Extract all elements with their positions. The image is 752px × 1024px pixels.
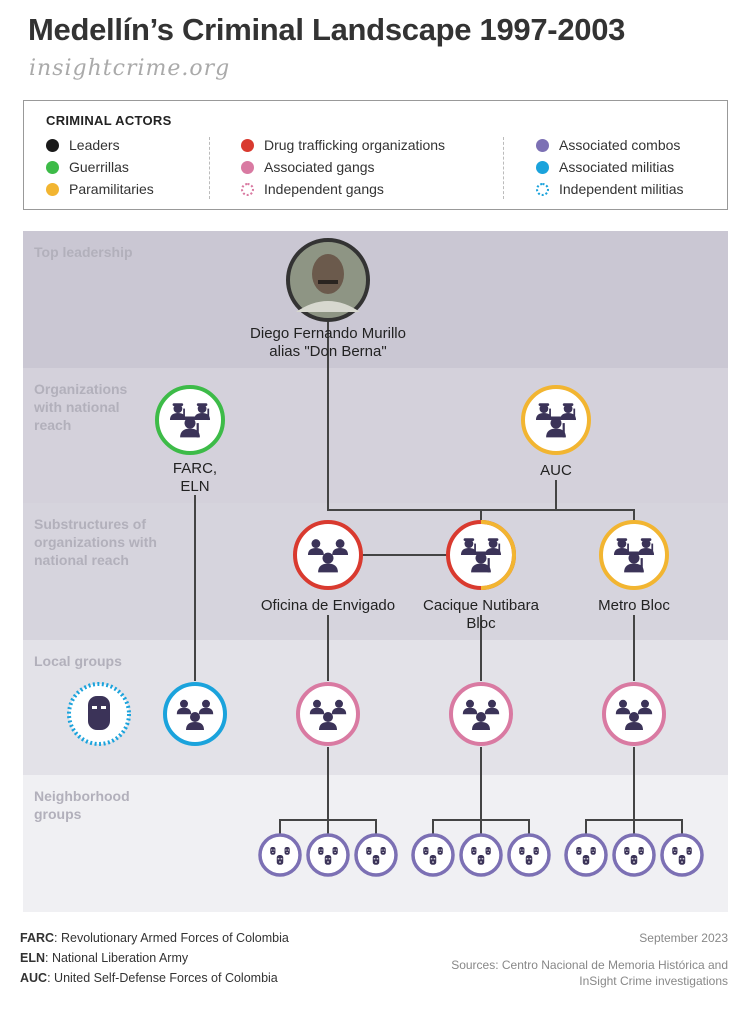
combo-node[interactable] <box>258 833 302 877</box>
legend-swatch-icon <box>536 182 549 196</box>
legend-item: Drug trafficking organizations <box>241 137 445 153</box>
balaclava-eye <box>101 706 106 709</box>
legend-label: Paramilitaries <box>69 181 154 197</box>
auc-label: AUC <box>540 462 572 479</box>
combo-node[interactable] <box>411 833 455 877</box>
legend-swatch-icon <box>241 138 254 152</box>
legend-item: Guerrillas <box>46 159 129 175</box>
legend-item: Independent gangs <box>241 181 384 197</box>
tier-band: Organizations with national reach <box>23 368 728 503</box>
tier-label: Neighborhood groups <box>34 788 130 822</box>
balaclava-icon <box>672 846 692 865</box>
legend-item: Associated combos <box>536 137 680 153</box>
site-subtitle[interactable]: insightcrime.org <box>29 56 231 81</box>
person-icon <box>462 699 500 730</box>
mustache-icon <box>318 280 338 284</box>
balaclava-icon <box>270 846 290 865</box>
legend-item: Paramilitaries <box>46 181 154 197</box>
legend-label: Independent gangs <box>264 181 384 197</box>
oficina-label: Oficina de Envigado <box>260 597 396 614</box>
balaclava-icon <box>88 696 110 730</box>
note-farc: FARC: Revolutionary Armed Forces of Colo… <box>20 931 289 945</box>
tier-label: Substructures of organizations with nati… <box>34 516 157 568</box>
legend-swatch-icon <box>46 160 59 174</box>
connector-line <box>481 509 635 522</box>
legend-label: Associated gangs <box>264 159 375 175</box>
legend-label: Associated militias <box>559 159 675 175</box>
soldier-icon <box>535 403 577 438</box>
legend-label: Guerrillas <box>69 159 129 175</box>
legend-label: Associated combos <box>559 137 681 153</box>
page-title: Medellín’s Criminal Landscape 1997-2003 <box>28 12 626 47</box>
person-icon <box>307 539 349 573</box>
farc-eln-label: FARC,ELN <box>172 460 218 495</box>
legend-label: Drug trafficking organizations <box>264 137 446 153</box>
combo-node[interactable] <box>612 833 656 877</box>
legend-swatch-icon <box>241 160 254 174</box>
balaclava-icon <box>423 846 443 865</box>
legend-swatch-icon <box>536 138 549 152</box>
tier-label: Organizations with national reach <box>34 381 128 433</box>
combo-node[interactable] <box>459 833 503 877</box>
person-icon <box>309 699 347 730</box>
soldier-icon <box>460 538 502 573</box>
legend-swatch-icon <box>46 182 59 196</box>
balaclava-icon <box>624 846 644 865</box>
legend-label: Independent militias <box>559 181 684 197</box>
metro-label: Metro Bloc <box>598 597 670 614</box>
note-eln: ELN: National Liberation Army <box>20 951 189 965</box>
soldier-icon <box>169 403 211 438</box>
face-icon <box>312 254 344 294</box>
legend-heading: CRIMINAL ACTORS <box>46 113 172 128</box>
legend-swatch-icon <box>241 182 254 196</box>
balaclava-icon <box>519 846 539 865</box>
legend-divider <box>209 137 210 199</box>
legend-item: Associated gangs <box>241 159 375 175</box>
balaclava-icon <box>318 846 338 865</box>
balaclava-eye <box>92 706 97 709</box>
tier-label: Local groups <box>34 653 122 669</box>
legend-item: Associated militias <box>536 159 674 175</box>
tier-band: Top leadership <box>23 231 728 368</box>
legend-swatch-icon <box>46 138 59 152</box>
soldier-icon <box>613 538 655 573</box>
balaclava-icon <box>366 846 386 865</box>
legend-item: Independent militias <box>536 181 684 197</box>
date: September 2023 <box>639 931 728 945</box>
balaclava-icon <box>471 846 491 865</box>
combo-node[interactable] <box>660 833 704 877</box>
note-auc: AUC: United Self-Defense Forces of Colom… <box>20 971 278 985</box>
person-icon <box>615 699 653 730</box>
balaclava-icon <box>576 846 596 865</box>
legend-divider <box>503 137 504 199</box>
legend-swatch-icon <box>536 160 549 174</box>
abbreviations: FARC: Revolutionary Armed Forces of Colo… <box>20 928 289 988</box>
legend-label: Leaders <box>69 137 120 153</box>
chart-graphics <box>67 238 704 877</box>
combo-node[interactable] <box>354 833 398 877</box>
tier-label: Top leadership <box>34 244 133 260</box>
shirt-icon <box>296 301 360 312</box>
combo-node[interactable] <box>507 833 551 877</box>
combo-node[interactable] <box>564 833 608 877</box>
sources: Sources: Centro Nacional de Memoria Hist… <box>451 958 728 988</box>
paramilitary-half-ring <box>480 520 516 590</box>
person-icon <box>176 699 214 730</box>
connector-line <box>327 322 482 522</box>
combo-node[interactable] <box>306 833 350 877</box>
legend-item: Leaders <box>46 137 120 153</box>
